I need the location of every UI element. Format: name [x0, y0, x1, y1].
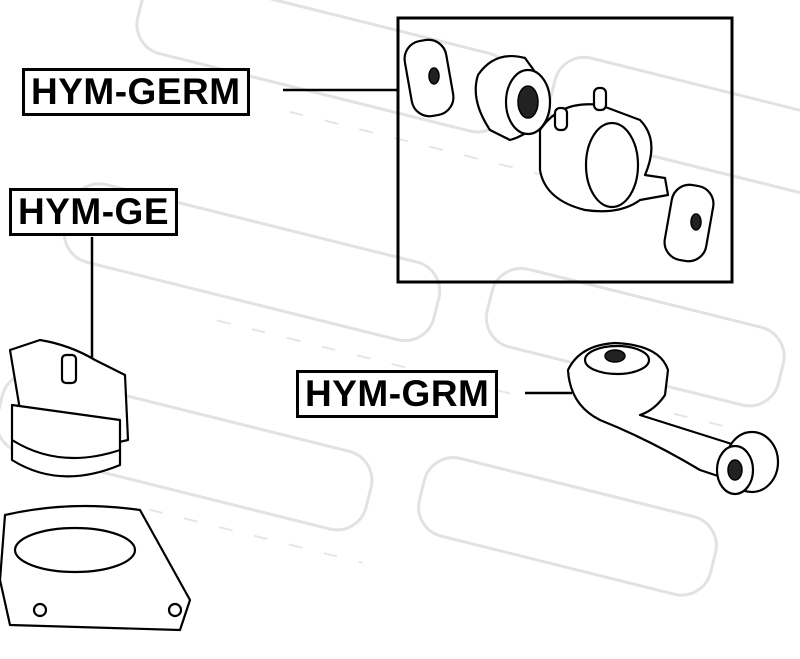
- label-hym-germ: HYM-GERM: [22, 68, 250, 116]
- ge-part: [0, 338, 192, 632]
- label-hym-ge: HYM-GE: [9, 188, 178, 236]
- germ-inset-frame: [396, 16, 734, 284]
- label-hym-grm: HYM-GRM: [296, 370, 499, 418]
- germ-parts: [403, 38, 715, 263]
- grm-part: [566, 341, 780, 496]
